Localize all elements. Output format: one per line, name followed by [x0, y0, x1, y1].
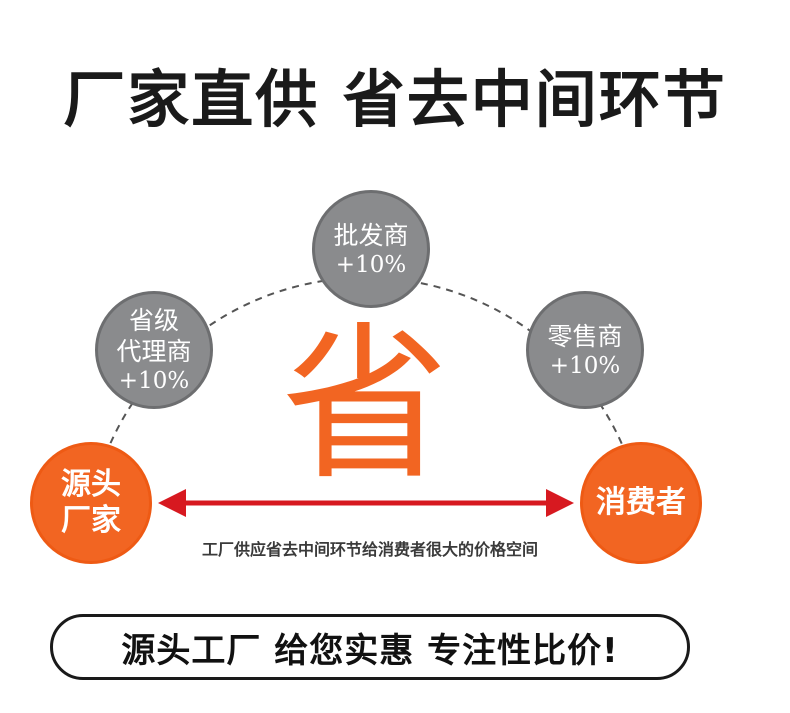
node-source-factory: 源头 厂家 [30, 442, 152, 564]
arrow-head-right-icon [546, 489, 574, 517]
node-retailer-markup: +10% [549, 352, 621, 379]
node-consumer-label: 消费者 [596, 485, 686, 520]
node-consumer: 消费者 [580, 442, 702, 564]
center-save-character: 省 [281, 307, 449, 503]
slogan-text: 源头工厂 给您实惠 专注性比价! [121, 630, 619, 671]
headline: 厂家直供 省去中间环节 [63, 63, 727, 136]
slogan-banner: 源头工厂 给您实惠 专注性比价! [50, 614, 690, 680]
node-provincial-agent-label-1: 省级 [128, 306, 179, 335]
node-source-factory-label-2: 厂家 [61, 503, 121, 538]
node-source-factory-label-1: 源头 [61, 467, 121, 502]
node-wholesaler: 批发商 +10% [312, 190, 430, 308]
node-wholesaler-markup: +10% [335, 251, 407, 278]
arrow-head-left-icon [158, 489, 186, 517]
node-wholesaler-label: 批发商 [333, 220, 409, 250]
double-arrow [158, 489, 574, 517]
node-retailer-label: 零售商 [547, 321, 623, 351]
node-provincial-agent: 省级 代理商 +10% [95, 291, 213, 409]
caption: 工厂供应省去中间环节给消费者很大的价格空间 [201, 540, 538, 559]
node-provincial-agent-markup: +10% [118, 368, 190, 394]
node-provincial-agent-label-2: 代理商 [116, 337, 192, 366]
node-retailer: 零售商 +10% [526, 291, 644, 409]
